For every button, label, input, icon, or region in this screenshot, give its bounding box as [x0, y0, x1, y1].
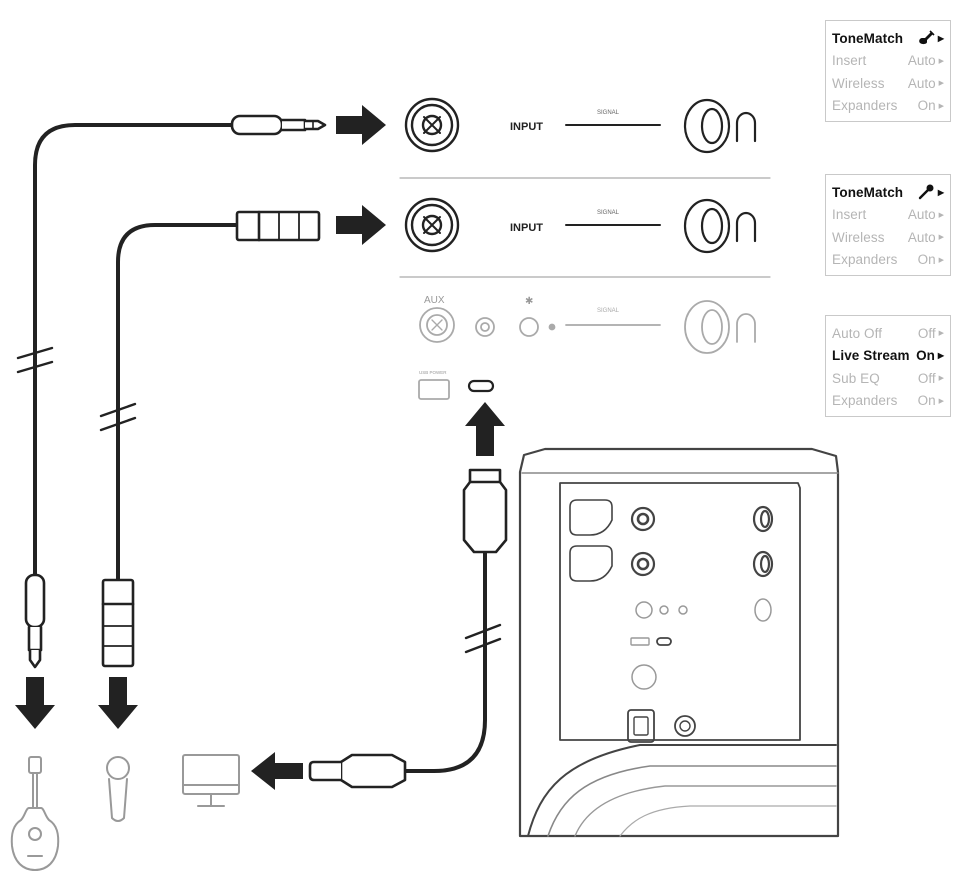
- wireless-row[interactable]: Wireless Auto▶: [832, 72, 944, 95]
- aux-label: AUX: [424, 295, 445, 306]
- expanders-value: On: [917, 98, 936, 114]
- wireless-label: Wireless: [832, 229, 885, 245]
- chevron-right-icon: ▶: [938, 102, 944, 110]
- chevron-right-icon: ▶: [938, 80, 944, 88]
- channel-2-signal-label: SIGNAL: [597, 210, 620, 216]
- speaker-icon: [518, 447, 840, 838]
- tonematch-guitar-panel: ToneMatch ▶ Insert Auto▶ Wireless Auto▶ …: [825, 20, 951, 122]
- insert-label: Insert: [832, 207, 867, 223]
- insert-value: Auto: [907, 53, 936, 69]
- arrow-left-icon: [251, 752, 303, 790]
- tonematch-row[interactable]: ToneMatch ▶: [832, 181, 944, 204]
- expanders-value: On: [917, 393, 936, 409]
- microphone-cable: [99, 223, 239, 582]
- insert-row[interactable]: Insert Auto▶: [832, 50, 944, 73]
- microphone-icon: [106, 756, 130, 822]
- aux-input-jack: [419, 307, 455, 343]
- expanders-row[interactable]: Expanders On▶: [832, 390, 944, 413]
- channel-2-input-label: INPUT: [510, 222, 543, 234]
- wireless-row[interactable]: Wireless Auto▶: [832, 226, 944, 249]
- guitar-icon: [10, 756, 60, 871]
- monitor-icon: [182, 754, 240, 807]
- channel-1-input-jack: [404, 97, 460, 153]
- channel-1-input-label: INPUT: [510, 121, 543, 133]
- expanders-value: On: [917, 252, 936, 268]
- sub-eq-row[interactable]: Sub EQ Off▶: [832, 367, 944, 390]
- arrow-down-icon: [98, 677, 138, 729]
- tonematch-microphone-panel: ToneMatch ▶ Insert Auto▶ Wireless Auto▶ …: [825, 174, 951, 276]
- expanders-label: Expanders: [832, 98, 898, 114]
- usb-c-plug-icon: [462, 468, 508, 554]
- chevron-right-icon: ▶: [938, 375, 944, 383]
- usb-power-port: [418, 379, 450, 400]
- chevron-right-icon: ▶: [937, 187, 944, 197]
- tonematch-label: ToneMatch: [832, 30, 904, 46]
- auto-off-row[interactable]: Auto Off Off▶: [832, 322, 944, 345]
- guitar-icon: [919, 30, 935, 45]
- arrow-right-icon: [336, 205, 386, 245]
- channel-1-knob: [683, 98, 757, 154]
- xlr-plug-icon: [235, 210, 321, 242]
- microphone-icon: [918, 184, 934, 200]
- chevron-right-icon: ▶: [937, 33, 944, 43]
- tonematch-row[interactable]: ToneMatch ▶: [832, 27, 944, 50]
- tonematch-label: ToneMatch: [832, 184, 904, 200]
- auto-off-label: Auto Off: [832, 325, 883, 341]
- channel-3-signal-label: SIGNAL: [597, 308, 620, 314]
- quarter-inch-plug-icon: [24, 573, 46, 669]
- expanders-row[interactable]: Expanders On▶: [832, 249, 944, 272]
- bluetooth-button: [519, 317, 556, 337]
- chevron-right-icon: ▶: [938, 211, 944, 219]
- auto-off-value: Off: [917, 325, 936, 341]
- usb-power-label: USB POWER: [419, 370, 447, 375]
- chevron-right-icon: ▶: [938, 57, 944, 65]
- channel-2-input-jack: [404, 197, 460, 253]
- chevron-right-icon: ▶: [938, 234, 944, 242]
- wireless-label: Wireless: [832, 75, 885, 91]
- usb-c-plug-icon: [308, 753, 407, 789]
- aux-mini-jack: [475, 317, 495, 337]
- quarter-inch-plug-icon: [230, 114, 327, 136]
- usb-c-port: [467, 379, 495, 393]
- wireless-value: Auto: [907, 75, 936, 91]
- bluetooth-label: ✱: [525, 296, 533, 307]
- channel-1-signal-label: SIGNAL: [597, 110, 620, 116]
- insert-label: Insert: [832, 53, 867, 69]
- usb-c-cable: [403, 548, 502, 773]
- live-stream-value: On: [916, 348, 935, 364]
- xlr-plug-icon: [101, 578, 135, 668]
- channel-3-knob: [684, 300, 756, 354]
- chevron-right-icon: ▶: [937, 351, 944, 361]
- insert-row[interactable]: Insert Auto▶: [832, 204, 944, 227]
- live-stream-label: Live Stream: [832, 348, 910, 364]
- arrow-up-icon: [465, 402, 505, 456]
- chevron-right-icon: ▶: [938, 330, 944, 338]
- wireless-value: Auto: [907, 229, 936, 245]
- sub-eq-value: Off: [917, 370, 936, 386]
- arrow-right-icon: [336, 105, 386, 145]
- sub-eq-label: Sub EQ: [832, 370, 880, 386]
- chevron-right-icon: ▶: [938, 256, 944, 264]
- channel-2-knob: [683, 198, 757, 254]
- expanders-row[interactable]: Expanders On▶: [832, 95, 944, 118]
- channel-strip: INPUT SIGNAL INPUT SIGNAL AUX: [399, 97, 771, 400]
- insert-value: Auto: [907, 207, 936, 223]
- arrow-down-icon: [15, 677, 55, 729]
- expanders-label: Expanders: [832, 393, 898, 409]
- system-settings-panel: Auto Off Off▶ Live Stream On▶ Sub EQ Off…: [825, 315, 951, 417]
- chevron-right-icon: ▶: [938, 397, 944, 405]
- expanders-label: Expanders: [832, 252, 898, 268]
- live-stream-row[interactable]: Live Stream On▶: [832, 345, 944, 368]
- guitar-cable: [16, 123, 234, 577]
